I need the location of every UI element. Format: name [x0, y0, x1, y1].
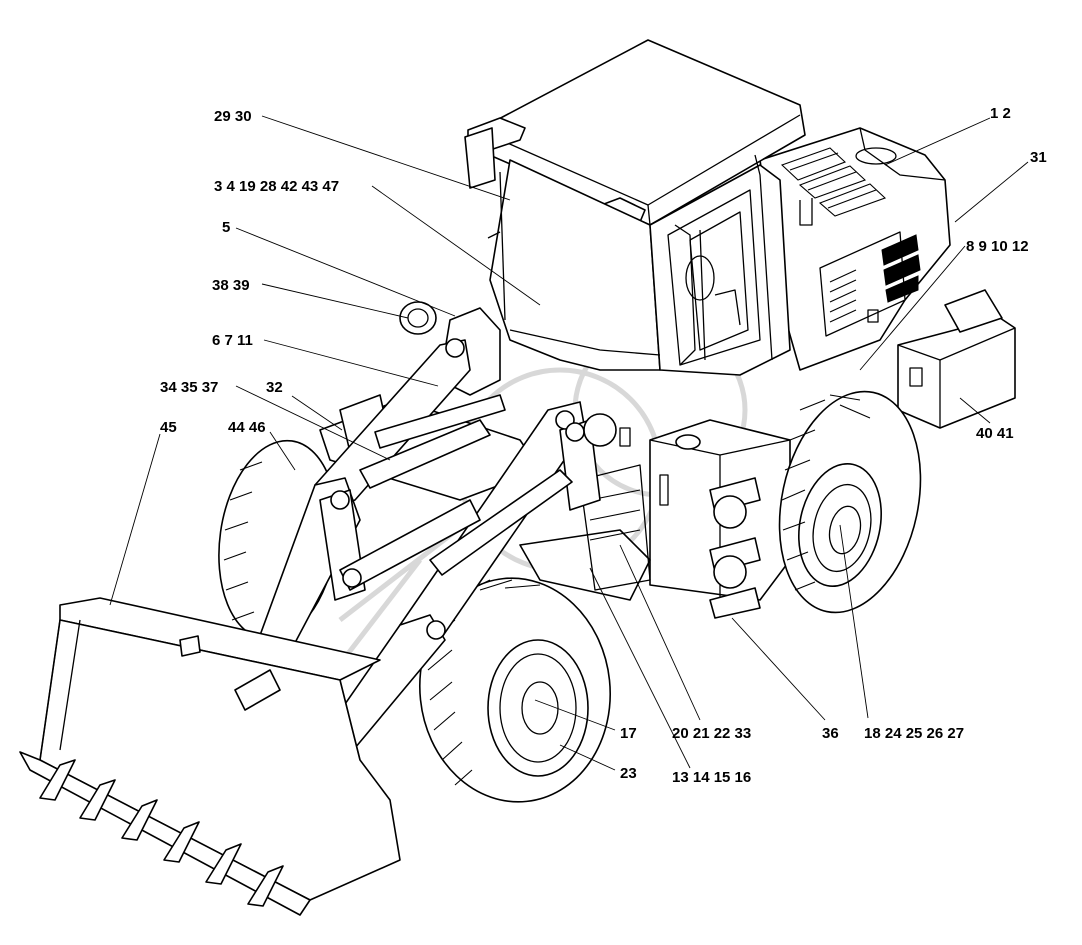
callout-5: 5 [222, 219, 230, 236]
leader-31 [954, 161, 1029, 223]
leader-8-9 [859, 245, 966, 371]
leader-3-4 [371, 185, 541, 306]
callout-23: 23 [620, 765, 637, 782]
callout-labels: 1 2 29 30 31 3 4 19 28 42 43 47 5 8 9 10… [160, 105, 1047, 786]
rear-frame [519, 419, 791, 619]
leader-40-41 [959, 397, 991, 424]
leader-36 [731, 617, 826, 721]
leader-17 [534, 699, 616, 731]
operator-cab [464, 39, 806, 376]
callout-8-9-10-12: 8 9 10 12 [966, 238, 1029, 255]
callout-17: 17 [620, 725, 637, 742]
callout-38-39: 38 39 [212, 277, 250, 294]
callout-1-2: 1 2 [990, 105, 1011, 122]
callout-40-41: 40 41 [976, 425, 1014, 442]
side-grille [881, 234, 921, 303]
leader-5 [235, 227, 456, 317]
callout-31: 31 [1030, 149, 1047, 166]
rear-wheel [778, 390, 922, 614]
leader-18-24 [839, 524, 869, 719]
callout-20-21-22-33: 20 21 22 33 [672, 725, 751, 742]
callout-34-35-37: 34 35 37 [160, 379, 218, 396]
leader-44-46 [269, 431, 296, 471]
callout-3-4-19-28-42-43-47: 3 4 19 28 42 43 47 [214, 178, 339, 195]
callout-13-14-15-16: 13 14 15 16 [672, 769, 751, 786]
leader-lines [109, 115, 1029, 771]
callout-29-30: 29 30 [214, 108, 252, 125]
leader-23 [559, 744, 616, 771]
leader-29-30 [261, 115, 511, 201]
leader-20-21 [619, 544, 701, 721]
callout-18-24-25-26-27: 18 24 25 26 27 [864, 725, 964, 742]
leader-45 [109, 433, 161, 606]
callout-44-46: 44 46 [228, 419, 266, 436]
callout-45: 45 [160, 419, 177, 436]
callout-32: 32 [266, 379, 283, 396]
leader-32 [291, 395, 343, 431]
leader-1-2 [884, 117, 991, 166]
engine-hood [759, 127, 951, 371]
tool-box [897, 289, 1016, 429]
leader-34-35 [235, 385, 391, 461]
bucket-teeth [39, 759, 284, 907]
bucket [19, 597, 401, 916]
leader-6-7 [263, 339, 439, 387]
leader-38-39 [261, 283, 409, 319]
callout-36: 36 [822, 725, 839, 742]
callout-6-7-11: 6 7 11 [212, 332, 253, 349]
leader-13-14 [589, 567, 691, 769]
